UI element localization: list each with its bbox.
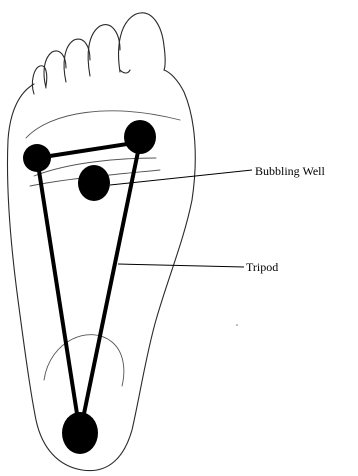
scan-speck [236, 324, 238, 326]
tripod-left-line [37, 158, 80, 433]
second-toe-outline [88, 25, 120, 76]
tripod-top-line [37, 142, 140, 158]
big-toe-outline [119, 13, 166, 72]
heel-point [62, 412, 98, 454]
tripod-leader [118, 264, 244, 267]
bubbling-well-label: Bubbling Well [255, 164, 325, 178]
toe-crease [26, 111, 180, 138]
ball-point-outer [23, 144, 51, 172]
ball-point-inner [124, 120, 156, 154]
bubbling-well-point [78, 165, 110, 201]
tripod [23, 120, 156, 454]
fourth-toe-outline [44, 51, 66, 88]
foot-outline [7, 13, 195, 471]
big-toe-tip [120, 70, 130, 73]
heel-arc [44, 335, 124, 386]
tripod-label: Tripod [246, 260, 278, 274]
third-toe-outline [64, 39, 90, 82]
